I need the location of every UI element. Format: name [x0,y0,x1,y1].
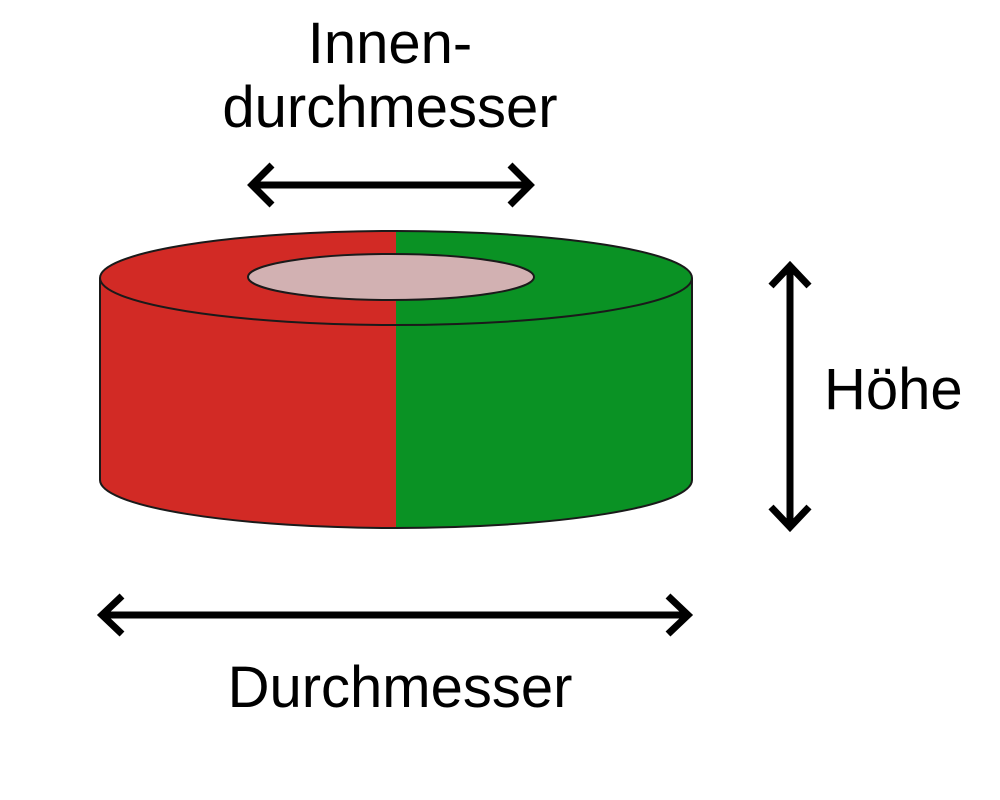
inner-diameter-label-line1: Innen- [307,11,473,76]
height-arrow [768,260,812,533]
inner-diameter-arrow [247,162,535,208]
magnet-outline [99,230,693,529]
height-label: Höhe [824,357,963,422]
inner-diameter-label-line2: durchmesser [222,75,558,140]
center-hole [247,253,535,301]
top-face-front-edge [99,277,693,326]
magnet-green-half [396,231,692,528]
diameter-arrow [96,593,694,637]
ring-magnet [99,230,693,529]
diameter-label: Durchmesser [227,655,573,720]
inner-diameter-label: Innen- durchmesser [190,12,590,140]
magnet-red-half [100,231,396,528]
